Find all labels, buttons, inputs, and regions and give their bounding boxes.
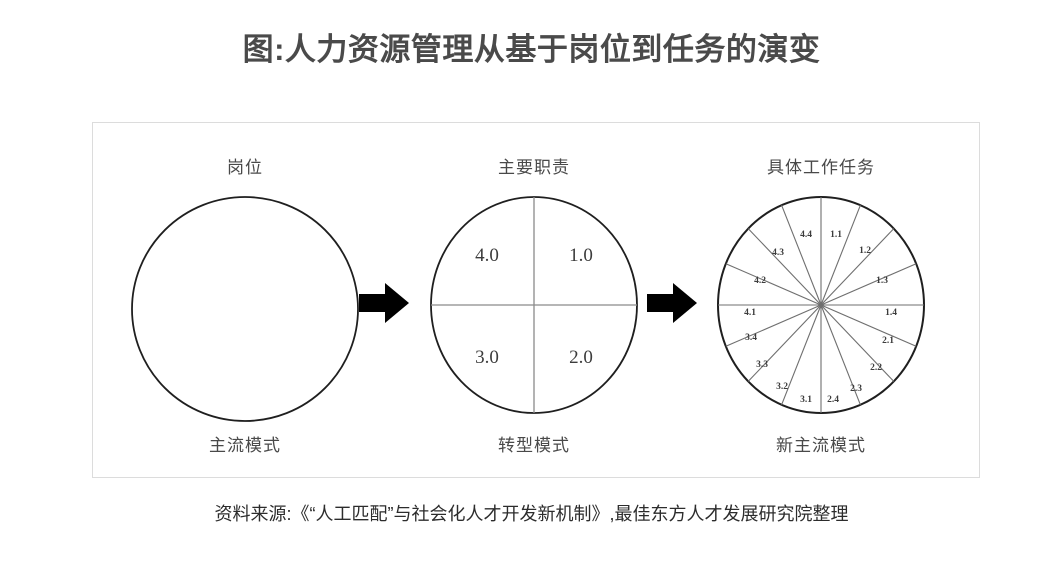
- stage-task: 具体工作任务: [710, 123, 932, 479]
- right-arrow-icon: [647, 283, 697, 323]
- segment-label-3-2: 3.2: [776, 382, 788, 392]
- segment-label-3-3: 3.3: [756, 360, 768, 370]
- segment-label-4-0: 4.0: [475, 245, 499, 266]
- segment-label-1-4: 1.4: [885, 308, 897, 318]
- stage-task-wheel: 1.1 1.2 1.3 1.4 2.1 2.2 2.3 2.4 3.1 3.2 …: [716, 195, 926, 415]
- segment-label-2-1: 2.1: [882, 336, 894, 346]
- stage-position: 岗位 主流模式: [111, 123, 379, 479]
- stage-duty-top-label: 主要职责: [498, 158, 570, 177]
- segment-label-3-4: 3.4: [745, 333, 757, 343]
- stage-position-top-label: 岗位: [227, 158, 263, 177]
- segment-label-3-0: 3.0: [475, 347, 499, 368]
- segment-label-4-4: 4.4: [800, 230, 812, 240]
- segment-label-4-1: 4.1: [744, 308, 756, 318]
- spoke: [747, 304, 822, 382]
- segment-label-1-2: 1.2: [859, 246, 871, 256]
- segment-label-3-1: 3.1: [800, 395, 812, 405]
- segment-label-1-3: 1.3: [876, 276, 888, 286]
- right-arrow-icon: [359, 283, 409, 323]
- spoke: [781, 204, 822, 306]
- stage-position-wheel: [130, 195, 360, 423]
- spoke: [820, 263, 917, 306]
- stage-task-top-label: 具体工作任务: [767, 158, 875, 177]
- arrow-duty-to-task: [647, 281, 697, 325]
- arrow-position-to-duty: [359, 281, 409, 325]
- segment-label-2-3: 2.3: [850, 384, 862, 394]
- spoke: [820, 304, 861, 406]
- source-note: 资料来源:《“人工匹配”与社会化人才开发新机制》,最佳东方人才发展研究院整理: [214, 504, 849, 524]
- spoke: [820, 228, 895, 306]
- segment-label-4-3: 4.3: [772, 248, 784, 258]
- spoke: [820, 204, 861, 306]
- segment-label-2-4: 2.4: [827, 395, 839, 405]
- spoke: [747, 228, 822, 306]
- segment-label-1-0: 1.0: [569, 245, 593, 266]
- spoke: [820, 304, 895, 382]
- segment-label-2-0: 2.0: [569, 347, 593, 368]
- circle-outline-whole: [131, 196, 359, 422]
- stage-duty-wheel: 1.0 2.0 3.0 4.0: [429, 195, 639, 415]
- stage-task-bottom-label: 新主流模式: [776, 436, 866, 455]
- spoke: [820, 304, 917, 347]
- segment-label-1-1: 1.1: [830, 230, 842, 240]
- stage-duty: 主要职责 1.0 2.0 3.0 4.0 转型模式: [423, 123, 645, 479]
- segment-label-2-2: 2.2: [870, 363, 882, 373]
- diagram-frame: 岗位 主流模式 主要职责 1.0 2.0 3.0 4.0: [92, 122, 980, 478]
- stage-position-bottom-label: 主流模式: [209, 436, 281, 455]
- spoke-group: [718, 197, 924, 413]
- page-title: 图:人力资源管理从基于岗位到任务的演变: [242, 32, 821, 67]
- spoke: [781, 304, 822, 406]
- stage-duty-bottom-label: 转型模式: [498, 436, 570, 455]
- spoke: [725, 304, 822, 347]
- segment-label-4-2: 4.2: [754, 276, 766, 286]
- spoke: [725, 263, 822, 306]
